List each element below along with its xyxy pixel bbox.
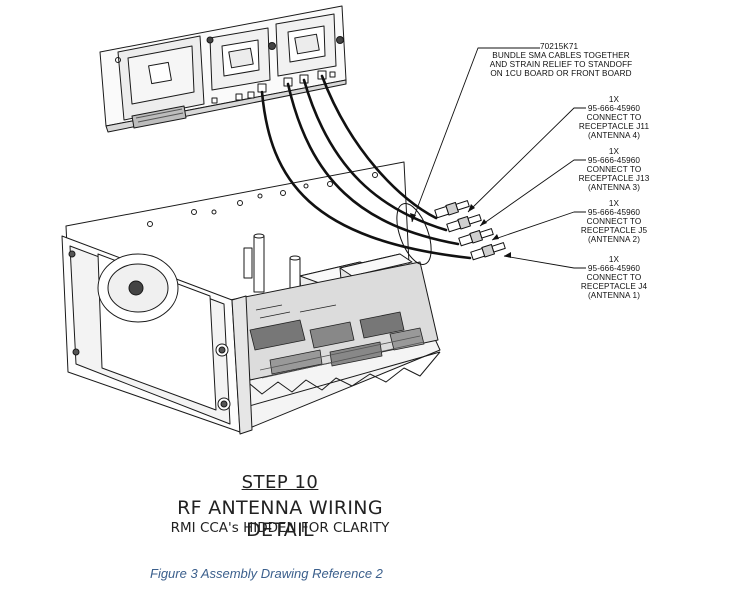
callout-antenna-1: 1X 95-666-45960 CONNECT TO RECEPTACLE J4…	[576, 255, 652, 300]
figure-caption: Figure 3 Assembly Drawing Reference 2	[150, 566, 383, 581]
antenna2-part: 95-666-45960	[587, 208, 641, 217]
drawing-subtitle: RMI CCA's HIDDEN FOR CLARITY	[170, 520, 390, 536]
antenna1-qty: 1X	[608, 255, 620, 264]
callout-bundle: 70215K71 BUNDLE SMA CABLES TOGETHER AND …	[476, 42, 646, 78]
antenna4-connect: CONNECT TO	[586, 113, 642, 122]
sma-connector	[434, 200, 506, 261]
sma-cable-bundle	[260, 74, 472, 260]
drawing-title: RF ANTENNA WIRING DETAIL	[177, 497, 383, 541]
antenna1-part: 95-666-45960	[587, 264, 641, 273]
antenna3-label: (ANTENNA 3)	[587, 183, 641, 192]
callout-antenna-4: 1X 95-666-45960 CONNECT TO RECEPTACLE J1…	[576, 95, 652, 140]
leader-lines	[411, 47, 586, 269]
antenna1-receptacle: RECEPTACLE J4	[580, 282, 648, 291]
antenna4-receptacle: RECEPTACLE J11	[578, 122, 650, 131]
antenna3-part: 95-666-45960	[587, 156, 641, 165]
antenna1-label: (ANTENNA 1)	[587, 291, 641, 300]
antenna4-label: (ANTENNA 4)	[587, 131, 641, 140]
antenna3-receptacle: RECEPTACLE J13	[578, 174, 650, 183]
bundle-line-3: ON 1CU BOARD OR FRONT BOARD	[490, 69, 632, 78]
step-title: STEP 10	[241, 472, 319, 493]
antenna4-part: 95-666-45960	[587, 104, 641, 113]
top-circuit-board	[99, 5, 347, 133]
antenna2-connect: CONNECT TO	[586, 217, 642, 226]
bundle-part-number: 70215K71	[540, 42, 579, 51]
bundle-line-1: BUNDLE SMA CABLES TOGETHER	[492, 51, 630, 60]
chassis	[61, 161, 441, 435]
antenna2-receptacle: RECEPTACLE J5	[580, 226, 648, 235]
callout-antenna-3: 1X 95-666-45960 CONNECT TO RECEPTACLE J1…	[576, 147, 652, 192]
antenna2-label: (ANTENNA 2)	[587, 235, 641, 244]
bundle-line-2: AND STRAIN RELIEF TO STANDOFF	[489, 60, 633, 69]
antenna1-connect: CONNECT TO	[586, 273, 642, 282]
callout-antenna-2: 1X 95-666-45960 CONNECT TO RECEPTACLE J5…	[576, 199, 652, 244]
antenna2-qty: 1X	[608, 199, 620, 208]
antenna3-connect: CONNECT TO	[586, 165, 642, 174]
antenna3-qty: 1X	[608, 147, 620, 156]
antenna4-qty: 1X	[608, 95, 620, 104]
bundle-tie	[396, 203, 432, 265]
